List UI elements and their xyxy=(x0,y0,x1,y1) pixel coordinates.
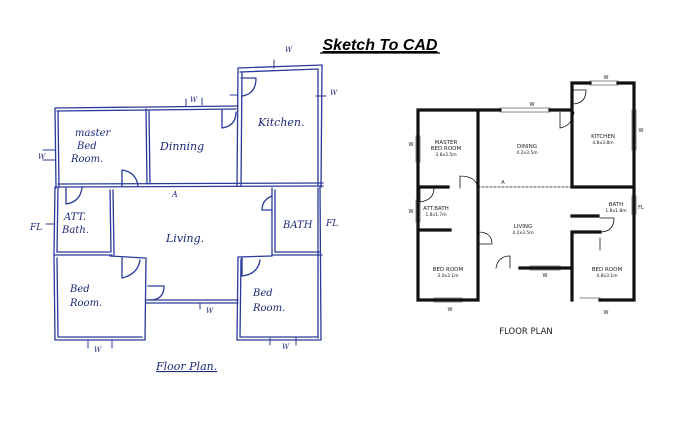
sketch-mark-w: W xyxy=(38,153,46,161)
sketch-mark-w: W xyxy=(282,343,290,351)
cad-mark-w: W xyxy=(448,307,453,313)
sketch-mark-w: W xyxy=(94,346,102,354)
sketch-wall-mid-horizontal xyxy=(54,182,324,188)
cad-dims-living: 4.2x3.5m xyxy=(512,230,533,236)
cad-label-living: LIVING xyxy=(514,224,532,230)
sketch-mark-a: A xyxy=(171,190,178,199)
sketch-label-living: Living. xyxy=(165,232,204,245)
sketch-mark-w: W xyxy=(330,89,338,97)
sketch-mark-w: W xyxy=(285,46,293,54)
cad-dims-master: 3.8x3.5m xyxy=(435,152,456,158)
cad-mark-w: W xyxy=(530,102,535,108)
cad-mark-w: W xyxy=(409,209,414,215)
cad-mark-a: A xyxy=(501,180,505,186)
sketch-caption: Floor Plan. xyxy=(155,360,217,373)
cad-mark-w: W xyxy=(604,75,609,81)
sketch-dining-partition xyxy=(145,108,151,185)
sketch-label-att-bath-1: ATT. xyxy=(63,212,86,223)
cad-dims-bed-right: 4.8x3.1m xyxy=(596,273,617,279)
sketch-label-master-2: Bed xyxy=(76,141,97,152)
cad-dims-kitchen: 4.8x3.8m xyxy=(592,140,613,146)
cad-label-master-2: BED ROOM xyxy=(431,146,462,152)
cad-dims-bed-left: 3.0x3.1m xyxy=(437,273,458,279)
sketch-label-bed-right-2: Room. xyxy=(252,303,285,314)
cad-dims-dining: 4.2x3.5m xyxy=(516,150,537,156)
sketch-label-att-bath-2: Bath. xyxy=(61,225,89,236)
cad-label-master-1: MASTER xyxy=(435,140,458,146)
cad-caption: FLOOR PLAN xyxy=(499,327,553,337)
sketch-mark-fl: FL xyxy=(325,219,338,229)
cad-labels: MASTER BED ROOM 3.8x3.5m DINING 4.2x3.5m… xyxy=(409,75,645,337)
sketch-living-bottom xyxy=(145,299,239,304)
sketch-window-ticks xyxy=(42,59,327,349)
sketch-label-dining: Dinning xyxy=(159,140,204,153)
sketch-wall-left-upper xyxy=(54,107,60,189)
sketch-door-att-bath xyxy=(65,187,83,205)
cad-label-bath: BATH xyxy=(609,202,624,208)
sketch-label-bed-right-1: Bed xyxy=(252,288,273,299)
hand-sketch-plan xyxy=(42,59,327,349)
cad-mark-w: W xyxy=(639,128,644,134)
sketch-kitchen-outline xyxy=(236,64,323,188)
cad-label-kitchen: KITCHEN xyxy=(591,134,615,140)
cad-dims-bath: 1.8x1.8m xyxy=(605,208,626,214)
sketch-mark-fl: FL xyxy=(29,223,42,233)
sketch-label-master-1: master xyxy=(75,128,112,139)
sketch-door-dining xyxy=(221,109,237,129)
sketch-labels: master Bed Room. Dinning Kitchen. ATT. B… xyxy=(29,46,338,373)
cad-mark-w: W xyxy=(543,273,548,279)
sketch-bed-left xyxy=(53,254,147,341)
cad-walls xyxy=(416,81,636,302)
sketch-door-bed-right xyxy=(241,257,261,277)
cad-windows xyxy=(415,80,637,303)
figure-title: Sketch To CAD xyxy=(323,37,438,54)
sketch-mark-w: W xyxy=(190,96,198,104)
cad-mark-w: W xyxy=(604,310,609,316)
sketch-door-master xyxy=(121,169,139,187)
cad-label-dining: DINING xyxy=(517,144,537,150)
sketch-label-bed-left-2: Room. xyxy=(69,298,102,309)
sketch-bed-right xyxy=(236,255,322,341)
cad-doors xyxy=(419,89,615,269)
cad-mark-w: W xyxy=(409,142,414,148)
sketch-door-bed-left xyxy=(121,257,141,279)
cad-floor-plan xyxy=(415,80,637,303)
cad-label-bed-left: BED ROOM xyxy=(433,267,464,273)
sketch-label-bath: BATH xyxy=(282,220,313,231)
sketch-label-kitchen: Kitchen. xyxy=(257,116,305,129)
sketch-bath-right xyxy=(271,185,323,341)
cad-label-att-bath: ATT.BATH xyxy=(423,206,449,212)
sketch-door-kitchen xyxy=(240,77,257,97)
sketch-mark-w: W xyxy=(206,307,214,315)
sketch-label-bed-left-1: Bed xyxy=(69,284,90,295)
sketch-label-master-3: Room. xyxy=(70,154,103,165)
cad-label-bed-right: BED ROOM xyxy=(592,267,623,273)
cad-mark-fl: FL xyxy=(638,205,644,211)
cad-dims-att-bath: 1.8x1.7m xyxy=(425,212,446,218)
sketch-door-bath xyxy=(261,195,273,211)
sketch-door-living xyxy=(147,285,165,301)
